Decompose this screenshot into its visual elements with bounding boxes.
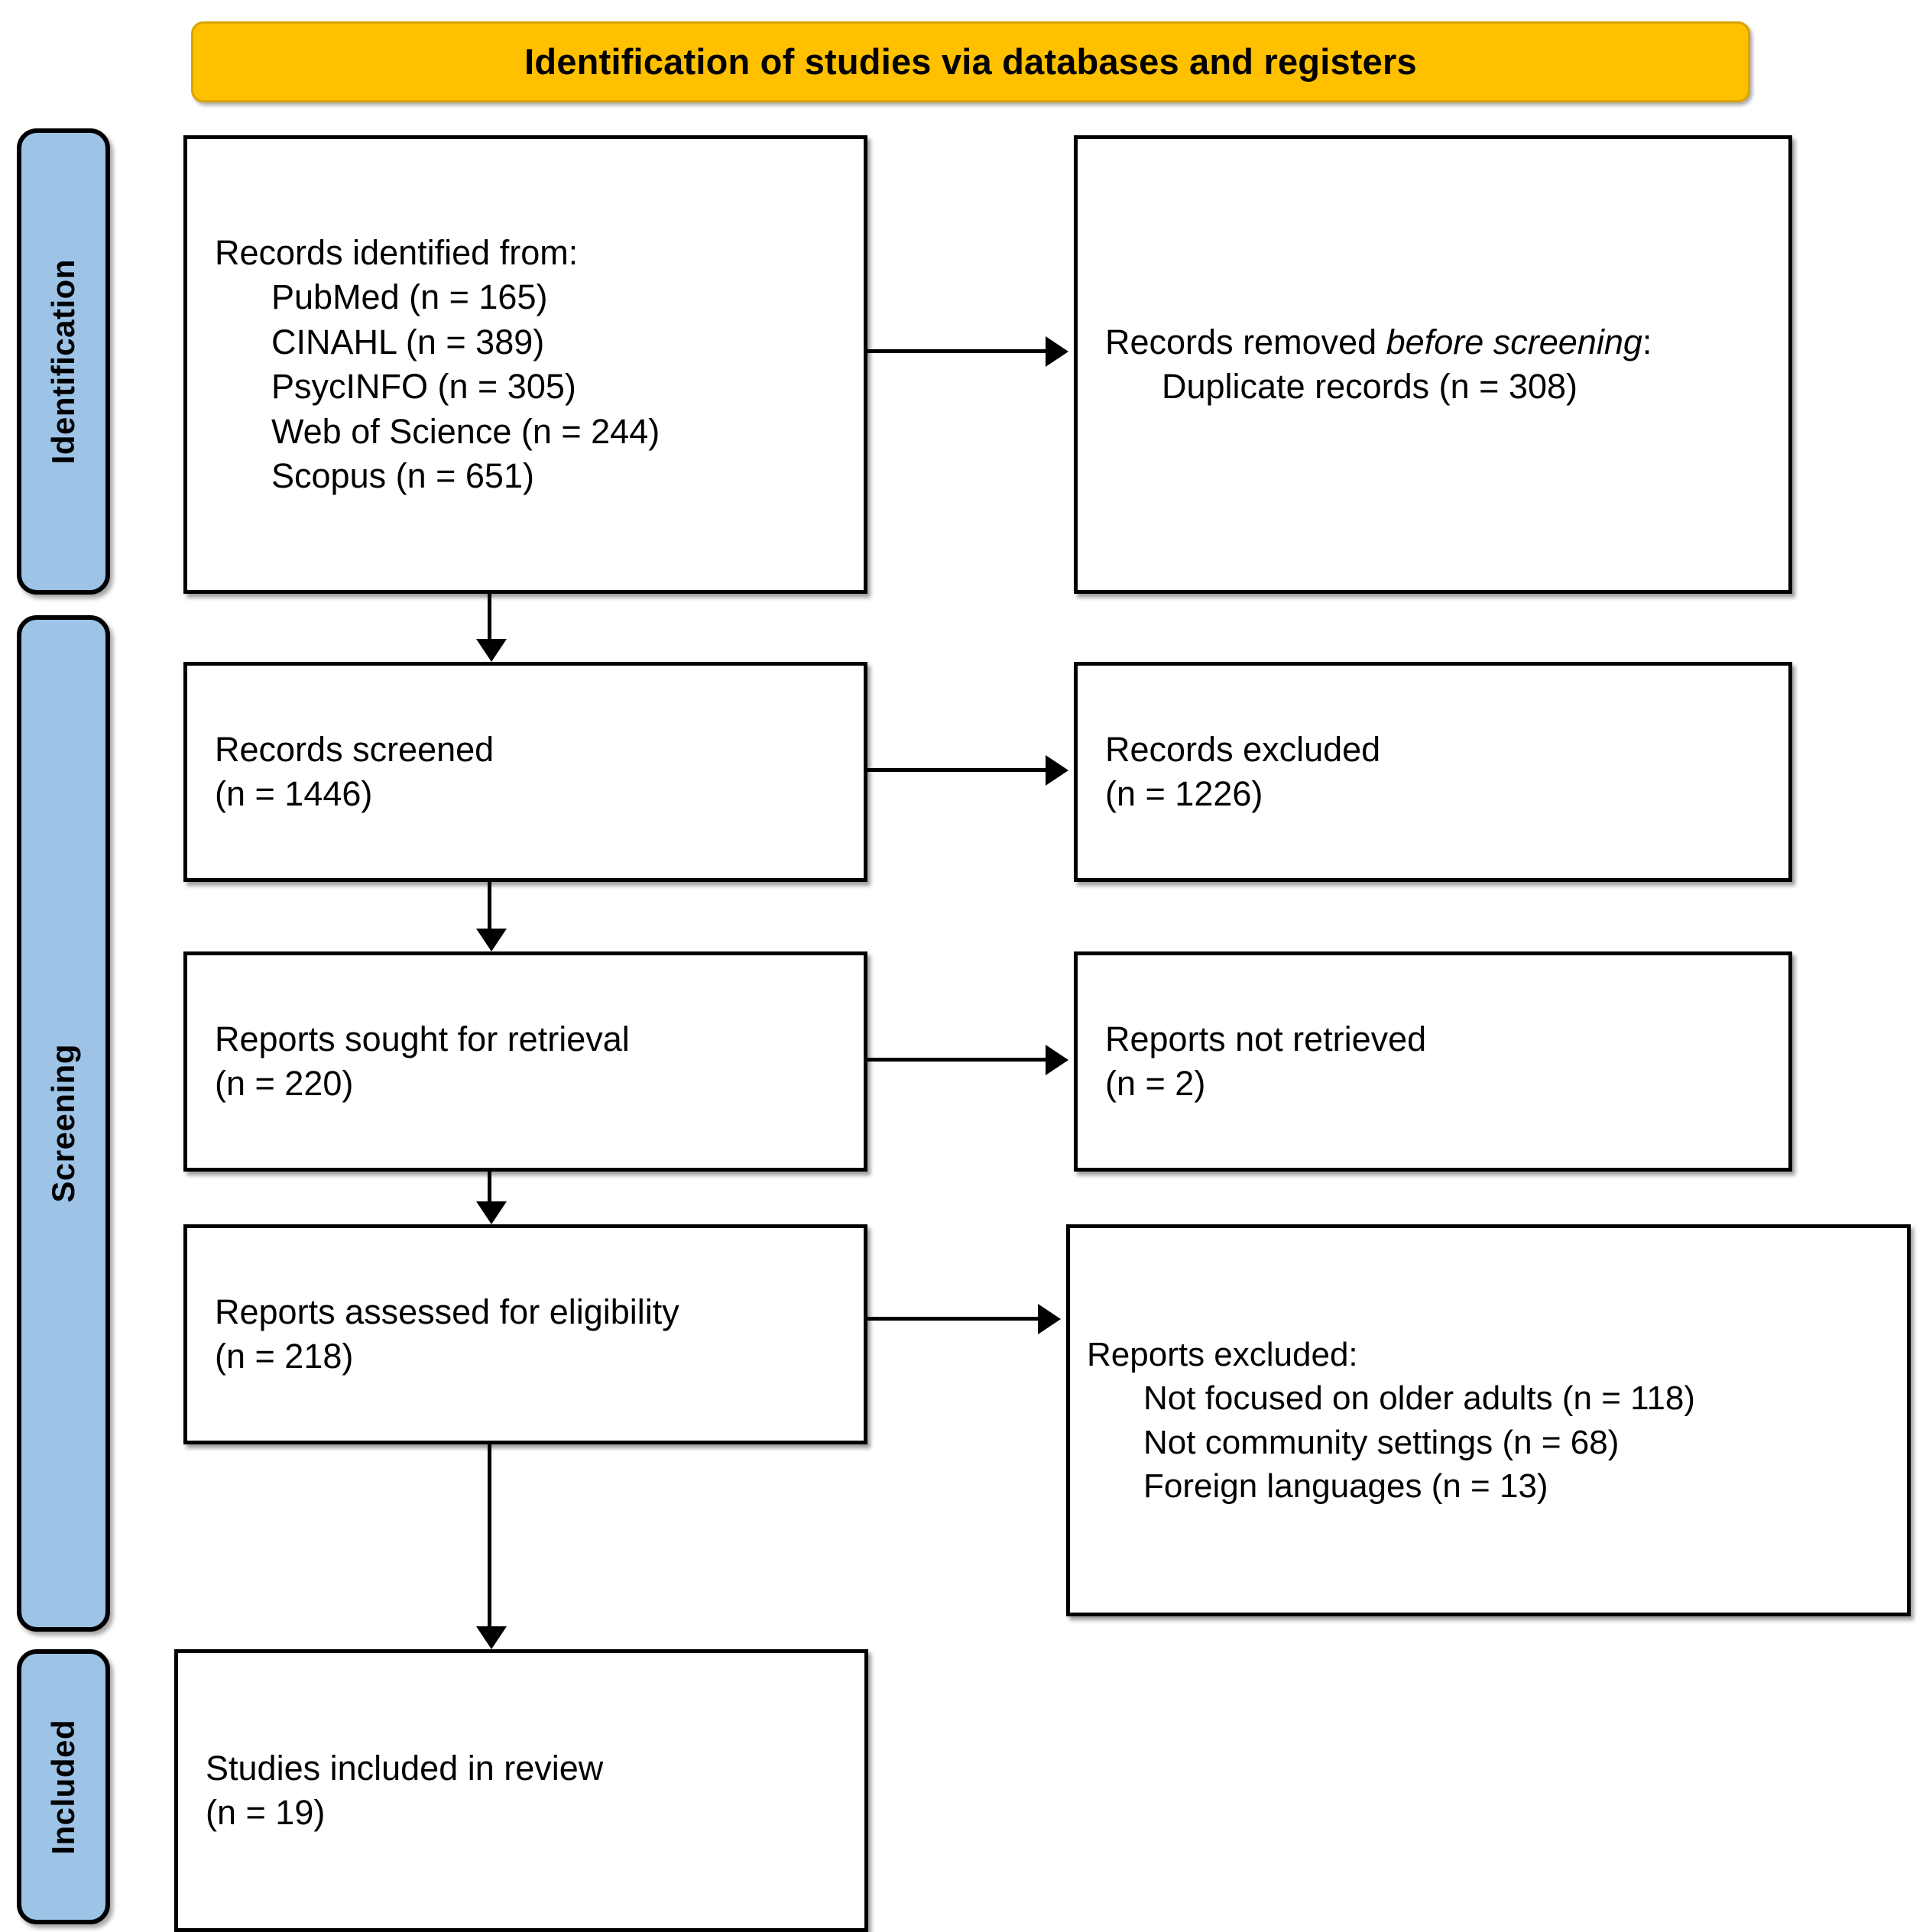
reports-excluded-item: Foreign languages (n = 13): [1143, 1467, 1548, 1505]
connector-identified-to-removed: [867, 349, 1047, 353]
records-removed-heading-italic: before screening: [1386, 322, 1642, 361]
studies-included-label: Studies included in review: [206, 1748, 604, 1788]
records-identified-item: Scopus (n = 651): [271, 456, 534, 495]
arrow-down-icon: [476, 1626, 507, 1649]
stage-label-included: Included: [17, 1649, 110, 1924]
studies-included-count: (n = 19): [206, 1793, 326, 1832]
reports-sought-count: (n = 220): [215, 1064, 354, 1103]
stage-label-included-text: Included: [45, 1719, 81, 1855]
arrow-down-icon: [476, 639, 507, 662]
records-excluded-count: (n = 1226): [1105, 774, 1263, 813]
box-reports-excluded: Reports excluded: Not focused on older a…: [1066, 1224, 1911, 1616]
records-removed-heading: Records removed before screening:: [1105, 320, 1761, 365]
box-records-excluded: Records excluded (n = 1226): [1074, 662, 1792, 882]
stage-label-identification-text: Identification: [45, 258, 81, 465]
records-identified-item: CINAHL (n = 389): [271, 322, 545, 361]
connector-sought-to-assessed: [488, 1172, 491, 1202]
reports-excluded-item: Not community settings (n = 68): [1143, 1423, 1620, 1461]
records-excluded-label: Records excluded: [1105, 729, 1381, 769]
connector-assessed-to-reports-excluded: [867, 1317, 1039, 1321]
records-removed-item: Duplicate records (n = 308): [1162, 367, 1578, 406]
box-reports-assessed: Reports assessed for eligibility (n = 21…: [183, 1224, 867, 1444]
reports-assessed-count: (n = 218): [215, 1337, 354, 1376]
stage-label-screening-text: Screening: [45, 1044, 81, 1203]
box-reports-sought: Reports sought for retrieval (n = 220): [183, 951, 867, 1172]
box-studies-included: Studies included in review (n = 19): [174, 1649, 868, 1932]
records-identified-item: PubMed (n = 165): [271, 277, 548, 316]
box-records-removed: Records removed before screening: Duplic…: [1074, 135, 1792, 594]
records-identified-item: PsycINFO (n = 305): [271, 367, 576, 406]
stage-label-screening: Screening: [17, 615, 110, 1632]
connector-identified-to-screened: [488, 594, 491, 640]
box-records-screened: Records screened (n = 1446): [183, 662, 867, 882]
records-screened-label: Records screened: [215, 729, 494, 769]
box-records-identified: Records identified from: PubMed (n = 165…: [183, 135, 867, 594]
records-identified-item: Web of Science (n = 244): [271, 411, 660, 451]
reports-sought-label: Reports sought for retrieval: [215, 1019, 630, 1058]
arrow-down-icon: [476, 929, 507, 951]
records-removed-heading-colon: :: [1642, 322, 1652, 361]
arrow-right-icon: [1046, 1045, 1068, 1075]
arrow-right-icon: [1046, 755, 1068, 786]
reports-excluded-item: Not focused on older adults (n = 118): [1143, 1379, 1695, 1418]
records-identified-heading: Records identified from:: [215, 232, 579, 272]
reports-excluded-heading: Reports excluded:: [1087, 1336, 1358, 1374]
reports-not-retrieved-label: Reports not retrieved: [1105, 1019, 1427, 1058]
reports-assessed-label: Reports assessed for eligibility: [215, 1292, 679, 1331]
connector-screened-to-sought: [488, 882, 491, 929]
arrow-right-icon: [1038, 1304, 1061, 1334]
reports-not-retrieved-count: (n = 2): [1105, 1064, 1206, 1103]
stage-label-identification: Identification: [17, 128, 110, 595]
box-reports-not-retrieved: Reports not retrieved (n = 2): [1074, 951, 1792, 1172]
arrow-right-icon: [1046, 336, 1068, 367]
connector-assessed-to-included: [488, 1444, 491, 1628]
records-screened-count: (n = 1446): [215, 774, 373, 813]
connector-screened-to-excluded: [867, 768, 1047, 772]
arrow-down-icon: [476, 1201, 507, 1224]
banner-title: Identification of studies via databases …: [524, 41, 1417, 83]
diagram-header-banner: Identification of studies via databases …: [191, 21, 1750, 102]
connector-sought-to-not-retrieved: [867, 1058, 1047, 1062]
records-removed-heading-part1: Records removed: [1105, 322, 1386, 361]
